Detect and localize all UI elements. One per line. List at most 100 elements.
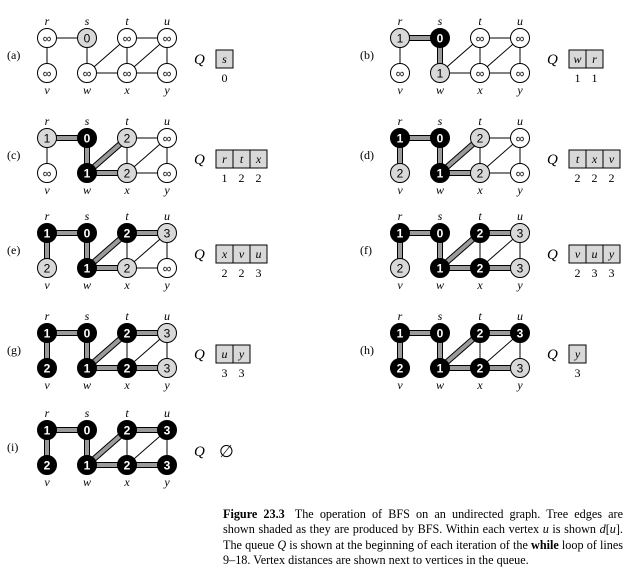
- panel-label: (e): [7, 243, 20, 257]
- vertex-label: u: [164, 406, 170, 420]
- vertex-x: [470, 63, 490, 83]
- vertex-distance: 2: [124, 361, 131, 375]
- queue-vertex: r: [592, 52, 597, 66]
- vertex-s: [430, 323, 450, 343]
- panel-label: (g): [7, 343, 21, 357]
- vertex-label: w: [436, 378, 444, 392]
- vertex-distance: ∞: [43, 166, 52, 180]
- vertex-distance: 1: [84, 261, 91, 275]
- vertex-label: x: [123, 378, 130, 392]
- panel-label: (h): [360, 343, 374, 357]
- vertex-label: t: [125, 406, 129, 420]
- figure-number: Figure 23.3: [223, 507, 285, 521]
- vertex-label: x: [476, 183, 483, 197]
- vertex-y: [510, 63, 530, 83]
- vertex-label: v: [397, 278, 403, 292]
- vertex-distance: ∞: [516, 131, 525, 145]
- vertex-s: [77, 128, 97, 148]
- vertex-y: [510, 258, 530, 278]
- vertex-distance: 2: [477, 361, 484, 375]
- vertex-label: t: [125, 309, 129, 323]
- vertex-label: r: [398, 114, 403, 128]
- vertex-u: [157, 323, 177, 343]
- vertex-r: [37, 420, 57, 440]
- vertex-y: [510, 163, 530, 183]
- vertex-distance: 1: [84, 361, 91, 375]
- queue-distance: 3: [239, 366, 245, 380]
- vertex-distance: 1: [44, 326, 51, 340]
- vertex-t: [117, 128, 137, 148]
- vertex-label: v: [397, 378, 403, 392]
- vertex-label: r: [398, 309, 403, 323]
- vertex-distance: ∞: [163, 261, 172, 275]
- vertex-distance: 2: [124, 131, 131, 145]
- vertex-label: u: [164, 209, 170, 223]
- queue-vertex: u: [256, 247, 262, 261]
- panel-label: (d): [360, 148, 374, 162]
- panel-label: (c): [7, 148, 20, 162]
- vertex-v: [390, 63, 410, 83]
- vertex-x: [117, 63, 137, 83]
- vertex-label: w: [83, 83, 91, 97]
- vertex-distance: ∞: [396, 66, 405, 80]
- vertex-distance: 1: [397, 226, 404, 240]
- vertex-r: [390, 223, 410, 243]
- vertex-u: [510, 323, 530, 343]
- vertex-distance: 2: [477, 226, 484, 240]
- queue-vertex: x: [255, 152, 262, 166]
- vertex-s: [77, 323, 97, 343]
- vertex-label: r: [45, 14, 50, 28]
- queue-distance: 2: [239, 266, 245, 280]
- queue-cell: [602, 244, 621, 264]
- vertex-distance: 1: [44, 423, 51, 437]
- vertex-distance: 3: [164, 423, 171, 437]
- vertex-label: w: [436, 278, 444, 292]
- queue-vertex: v: [609, 152, 615, 166]
- vertex-distance: 2: [477, 166, 484, 180]
- vertex-distance: ∞: [123, 31, 132, 45]
- vertex-distance: 2: [477, 261, 484, 275]
- vertex-label: r: [45, 209, 50, 223]
- vertex-distance: 2: [397, 166, 404, 180]
- vertex-y: [157, 63, 177, 83]
- vertex-label: s: [438, 309, 443, 323]
- vertex-distance: 1: [437, 66, 444, 80]
- vertex-distance: ∞: [163, 31, 172, 45]
- queue-label: Q: [547, 152, 558, 168]
- vertex-label: s: [85, 114, 90, 128]
- vertex-label: y: [516, 378, 523, 392]
- vertex-s: [430, 28, 450, 48]
- vertex-x: [117, 455, 137, 475]
- empty-queue-symbol: ∅: [219, 442, 234, 461]
- queue-vertex: t: [576, 152, 580, 166]
- queue-label: Q: [194, 52, 205, 68]
- vertex-x: [117, 358, 137, 378]
- vertex-label: v: [44, 475, 50, 489]
- vertex-label: v: [44, 183, 50, 197]
- queue-distance: 2: [575, 171, 581, 185]
- vertex-label: x: [123, 278, 130, 292]
- vertex-w: [77, 258, 97, 278]
- queue-distance: 1: [592, 71, 598, 85]
- vertex-distance: 0: [84, 131, 91, 145]
- vertex-distance: 1: [437, 166, 444, 180]
- vertex-label: s: [85, 406, 90, 420]
- vertex-label: u: [517, 114, 523, 128]
- queue-label: Q: [194, 347, 205, 363]
- vertex-label: u: [164, 14, 170, 28]
- vertex-distance: 1: [84, 458, 91, 472]
- queue-vertex: r: [222, 152, 227, 166]
- vertex-v: [37, 63, 57, 83]
- vertex-distance: 0: [437, 31, 444, 45]
- vertex-distance: 2: [124, 261, 131, 275]
- vertex-u: [157, 420, 177, 440]
- vertex-distance: 0: [84, 226, 91, 240]
- vertex-y: [157, 258, 177, 278]
- vertex-label: u: [164, 114, 170, 128]
- vertex-distance: ∞: [163, 131, 172, 145]
- queue-distance: 0: [222, 71, 228, 85]
- vertex-label: v: [44, 378, 50, 392]
- vertex-label: r: [398, 14, 403, 28]
